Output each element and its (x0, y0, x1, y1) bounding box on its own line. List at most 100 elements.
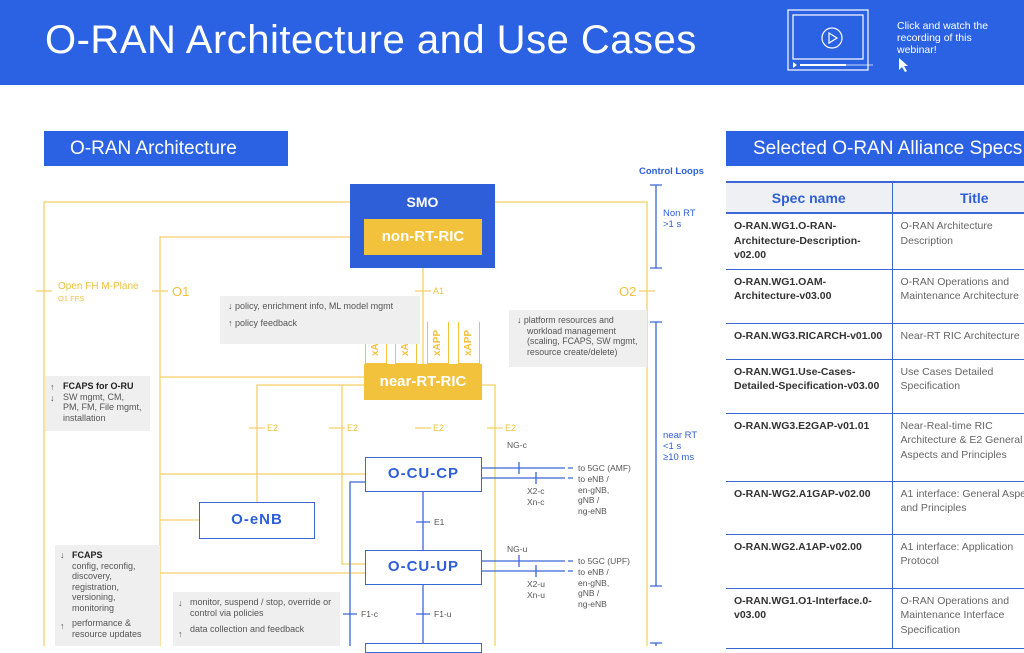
spec-name-cell: O-RAN.WG1.O-RAN-Architecture-Description… (726, 213, 892, 270)
header-banner: O-RAN Architecture and Use Cases Click a… (0, 0, 1024, 85)
near-rt-ric-box[interactable]: near-RT-RIC (364, 364, 482, 400)
non-rt-ric-box[interactable]: non-RT-RIC (364, 219, 482, 255)
policy-down-text: policy, enrichment info, ML model mgmt (235, 301, 394, 311)
e2-label-4: E2 (505, 423, 517, 433)
non-rt-text: Non RT (663, 208, 696, 219)
open-fh-sub-label: O1 FFS (58, 294, 85, 303)
specs-section-title: Selected O-RAN Alliance Specs (726, 131, 1024, 166)
x2u-label: X2-u (527, 579, 545, 589)
col-spec-name: Spec name (726, 181, 892, 214)
spec-title-cell: A1 interface: General Aspects and Princi… (891, 481, 1024, 535)
monitor-down-text: monitor, suspend / stop, override or con… (190, 597, 332, 618)
near-rt-time-2: ≥10 ms (663, 452, 695, 463)
to-enb-line: en-gNB, (578, 484, 610, 495)
to-enb-line: en-gNB, (578, 577, 610, 588)
spec-title-cell: O-RAN Operations and Maintenance Interfa… (891, 588, 1024, 649)
xapp-4[interactable]: xAPP (458, 322, 480, 364)
fcaps-title: FCAPS (72, 550, 103, 560)
blue-interface-lines (343, 184, 662, 646)
video-player-icon[interactable] (0, 0, 1024, 85)
yellow-interface-lines (36, 201, 655, 646)
o-enb-box[interactable]: O-eNB (199, 502, 315, 539)
up-arrow-icon: ↑ (60, 621, 65, 631)
e2-label-3: E2 (433, 423, 445, 433)
to-enb-line: gNB / (578, 588, 600, 598)
near-rt-bracket (650, 321, 662, 646)
table-row: O-RAN.WG1.O-RAN-Architecture-Description… (726, 213, 1024, 270)
platform-note: ↓ platform resources and workload manage… (509, 310, 647, 367)
non-rt-time: >1 s (663, 219, 682, 230)
smo-label: SMO (406, 194, 439, 210)
fcaps-note: ↓ FCAPS config, reconfig, discovery, reg… (55, 545, 160, 646)
spec-title-cell: Near-Real-time RIC Architecture & E2 Gen… (891, 413, 1024, 482)
cursor-icon (899, 58, 908, 72)
non-rt-bracket (650, 184, 662, 269)
xnc-label: Xn-c (527, 497, 545, 507)
webinar-link[interactable]: Click and watch the recording of this we… (897, 20, 989, 56)
up-arrow-icon: ↑ (178, 629, 183, 639)
down-arrow-icon: ↓ (178, 598, 183, 608)
col-title: Title (891, 181, 1024, 214)
arch-section-title: O-RAN Architecture (44, 131, 288, 166)
spec-name-cell: O-RAN-WG2.A1GAP-v02.00 (726, 481, 892, 535)
fcaps-oru-title: FCAPS for O-RU (63, 381, 134, 391)
to-enb-list-cp: to eNB /en-gNB,gNB /ng-eNB (578, 474, 609, 516)
e1-label: E1 (434, 517, 445, 527)
up-down-arrows-icon: ↑↓ (50, 382, 55, 403)
o2-label: O2 (619, 284, 637, 299)
spec-title-cell: O-RAN Operations and Maintenance Archite… (891, 269, 1024, 324)
fcaps-oru-body: SW mgmt, CM, PM, FM, File mgmt, installa… (63, 391, 142, 423)
to-enb-line: ng-eNB (578, 505, 607, 516)
near-rt-label: near RT<1 s≥10 ms (663, 430, 697, 463)
o-cu-up-box[interactable]: O-CU-UP (365, 550, 482, 585)
o-cu-cp-box[interactable]: O-CU-CP (365, 457, 482, 492)
spec-name-cell: O-RAN.WG1.O1-Interface.0-v03.00 (726, 588, 892, 649)
control-loops-label: Control Loops (639, 166, 704, 177)
xapp-3[interactable]: xAPP (427, 322, 449, 364)
near-rt-time-1: <1 s (663, 441, 682, 452)
f1u-label: F1-u (434, 609, 452, 619)
fcaps-body: config, reconfig, discovery, registratio… (72, 560, 136, 613)
fcaps-oru-note: ↑↓ FCAPS for O-RU SW mgmt, CM, PM, FM, F… (45, 376, 150, 431)
near-rt-text: near RT (663, 430, 698, 441)
down-arrow-icon: ↓ (60, 550, 65, 560)
policy-up-text: policy feedback (235, 318, 298, 328)
non-rt-label: Non RT>1 s (663, 208, 696, 230)
spec-name-cell: O-RAN.WG1.Use-Cases-Detailed-Specificati… (726, 359, 892, 414)
table-row: O-RAN.WG1.Use-Cases-Detailed-Specificati… (726, 359, 1024, 414)
e2-label-2: E2 (347, 423, 359, 433)
page-title: O-RAN Architecture and Use Cases (45, 18, 697, 62)
spec-title-cell: A1 interface: Application Protocol (891, 534, 1024, 589)
f1c-label: F1-c (361, 609, 378, 619)
e2-label-1: E2 (267, 423, 279, 433)
spec-name-cell: O-RAN.WG2.A1AP-v02.00 (726, 534, 892, 589)
to-enb-line: ng-eNB (578, 598, 607, 609)
monitor-up-text: data collection and feedback (190, 624, 305, 634)
monitor-note: ↓ monitor, suspend / stop, override or c… (173, 592, 340, 646)
platform-text: platform resources and workload manageme… (523, 315, 638, 357)
spec-title-cell: Near-RT RIC Architecture (891, 323, 1024, 360)
ng-u-label: NG-u (507, 544, 528, 554)
to-enb-line: to eNB / (578, 567, 609, 577)
fcaps-up-text: performance & resource updates (72, 618, 142, 639)
a1-label: A1 (433, 286, 445, 296)
x2c-label: X2-c (527, 486, 545, 496)
policy-note: ↓ policy, enrichment info, ML model mgmt… (220, 296, 420, 344)
spec-title-cell: Use Cases Detailed Specification (891, 359, 1024, 414)
to-amf-label: to 5GC (AMF) (578, 463, 631, 473)
spec-name-cell: O-RAN.WG1.OAM-Architecture-v03.00 (726, 269, 892, 324)
spec-name-cell: O-RAN.WG3.E2GAP-v01.01 (726, 413, 892, 482)
spec-name-cell: O-RAN.WG3.RICARCH-v01.00 (726, 323, 892, 360)
to-enb-list-up: to eNB /en-gNB,gNB /ng-eNB (578, 567, 609, 609)
bottom-node-box[interactable] (365, 643, 482, 653)
to-enb-line: to eNB / (578, 474, 609, 484)
to-enb-line: gNB / (578, 495, 600, 505)
